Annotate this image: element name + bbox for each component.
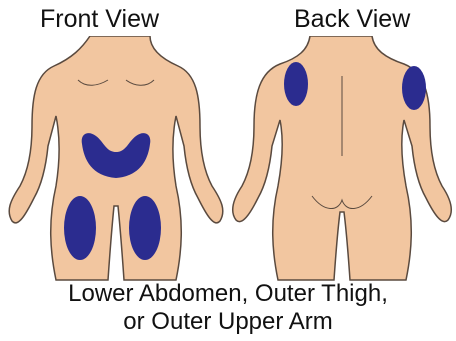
injection-sites-caption: Lower Abdomen, Outer Thigh, or Outer Upp…	[0, 280, 456, 336]
back-body-figure	[228, 36, 456, 286]
front-body-figure	[0, 36, 230, 286]
front-view-title: Front View	[40, 4, 159, 34]
left-outer-upper-arm-site	[284, 62, 308, 106]
left-outer-thigh-site	[64, 196, 96, 260]
caption-line-2: or Outer Upper Arm	[0, 308, 456, 336]
right-outer-upper-arm-site	[402, 66, 426, 110]
navel-cutout	[110, 140, 122, 152]
back-view-title: Back View	[294, 4, 410, 34]
caption-line-1: Lower Abdomen, Outer Thigh,	[0, 280, 456, 308]
right-outer-thigh-site	[129, 196, 161, 260]
